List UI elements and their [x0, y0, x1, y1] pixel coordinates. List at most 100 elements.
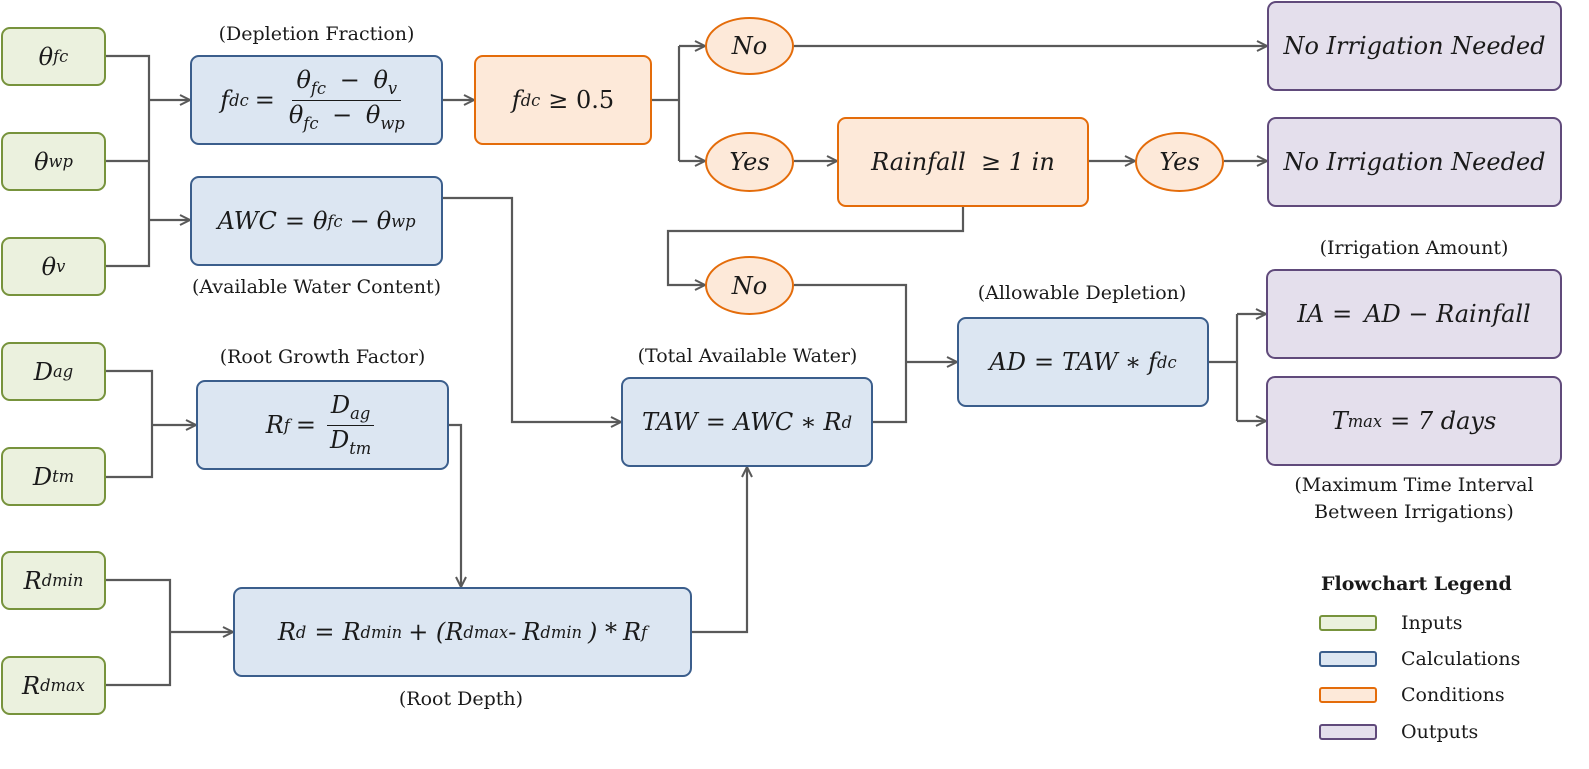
legend-label-conditions: Conditions [1401, 684, 1505, 706]
tmax-rest: = 7 days [1390, 407, 1497, 435]
tmax-symbol: T [1331, 407, 1348, 435]
rf-num: D [330, 390, 351, 419]
rd-lhs-sub: d [295, 622, 307, 642]
legend-swatch-inputs [1319, 615, 1377, 631]
rf-den-sub: tm [349, 438, 372, 458]
taw-t2-sub: d [841, 412, 853, 432]
fdc-check-rest: ≥ 0.5 [548, 86, 615, 114]
caption-max-interval-line2: Between Irrigations) [1314, 501, 1514, 523]
input-theta-fc-sub: fc [53, 47, 69, 66]
rf-denominator: Dtm [326, 426, 375, 459]
awc-lhs: AWC [217, 207, 277, 235]
fdc-lhs-sub: dc [229, 90, 249, 110]
legend-label-outputs: Outputs [1401, 721, 1479, 743]
rf-lhs-sub: f [283, 415, 290, 435]
caption-root-depth: (Root Depth) [398, 688, 524, 710]
taw-t2: R [823, 408, 842, 436]
fdc-check-symbol: f [511, 86, 521, 114]
rd-close: ) * [588, 618, 618, 646]
awc-op: − [349, 207, 370, 235]
connector-condition-split [652, 46, 681, 161]
fdc-denominator: θfc − θwp [285, 101, 409, 134]
tmax-sub: max [1347, 411, 1383, 431]
fdc-check-sub: dc [520, 90, 541, 110]
fdc-den-t1-sub: fc [303, 113, 319, 133]
rd-a: R [342, 618, 361, 646]
legend-swatch-calculations [1319, 651, 1377, 667]
legend-label-inputs: Inputs [1401, 612, 1463, 634]
legend-title: Flowchart Legend [1321, 573, 1512, 595]
rf-lhs: R [265, 411, 284, 439]
fdc-den-t2-sub: wp [380, 113, 405, 133]
fdc-fraction: θfc − θv θfc − θwp [285, 66, 409, 134]
rf-den: D [329, 425, 350, 454]
ad-t2: f [1148, 348, 1158, 376]
fdc-den-op: − [332, 100, 353, 129]
rd-c: R [522, 618, 541, 646]
caption-irrigation-amount: (Irrigation Amount) [1319, 237, 1509, 259]
input-r-dmax-sub: dmax [40, 676, 85, 695]
connector-r-inputs [106, 578, 172, 687]
rf-numerator: Dag [326, 390, 375, 426]
awc-eq: = [284, 207, 305, 235]
condition-rainfall-check: Rainfall ≥ 1 in [837, 117, 1089, 207]
arrow-rainfall-to-no-2 [666, 207, 965, 285]
fdc-lhs: f [220, 86, 230, 114]
arrow-rd-to-taw [692, 467, 747, 634]
input-theta-v-sub: v [56, 257, 66, 276]
rd-a-sub: dmin [360, 622, 403, 642]
rd-minus: - [508, 618, 517, 646]
taw-lhs: TAW [641, 408, 698, 436]
decision-yes-2: Yes [1135, 132, 1224, 192]
awc-t2: θ [376, 207, 392, 235]
caption-max-interval-line1: (Maximum Time Interval [1294, 474, 1534, 496]
legend-label-calculations: Calculations [1401, 648, 1521, 670]
input-theta-fc-symbol: θ [38, 42, 54, 71]
ia-lhs: IA [1297, 300, 1325, 328]
connector-d-inputs [106, 369, 154, 479]
rd-b-sub: dmax [463, 622, 509, 642]
rd-c-sub: dmin [540, 622, 583, 642]
input-d-tm-sub: tm [52, 467, 75, 486]
output-no-irrigation-2: No Irrigation Needed [1267, 117, 1562, 207]
input-d-tm-symbol: D [32, 462, 53, 491]
rd-eq: = [314, 618, 335, 646]
output-no-irrigation-1: No Irrigation Needed [1267, 1, 1562, 91]
input-theta-wp-symbol: θ [34, 147, 49, 176]
input-d-ag-sub: ag [53, 362, 74, 381]
awc-t1: θ [312, 207, 328, 235]
taw-op: ∗ [800, 408, 817, 436]
ad-op: ∗ [1124, 348, 1142, 376]
caption-available-water-content: (Available Water Content) [191, 276, 441, 298]
ad-lhs: AD [989, 348, 1026, 376]
decision-yes-1: Yes [705, 132, 794, 192]
ad-eq: = [1033, 348, 1055, 376]
decision-no-1: No [705, 17, 794, 75]
caption-depletion-fraction: (Depletion Fraction) [218, 23, 415, 45]
fdc-num-t2-sub: v [387, 78, 398, 98]
arrow-rf-to-rd [449, 423, 461, 587]
fdc-num-t1-sub: fc [310, 78, 327, 98]
arrow-awc-to-taw [443, 196, 621, 422]
input-r-dmax-symbol: R [22, 671, 41, 700]
ia-eq: = [1332, 300, 1353, 328]
taw-eq: = [705, 408, 726, 436]
output-irrigation-amount: IA = AD − Rainfall [1266, 269, 1562, 359]
rf-fraction: Dag Dtm [326, 390, 375, 459]
fdc-den-t2: θ [365, 100, 381, 129]
